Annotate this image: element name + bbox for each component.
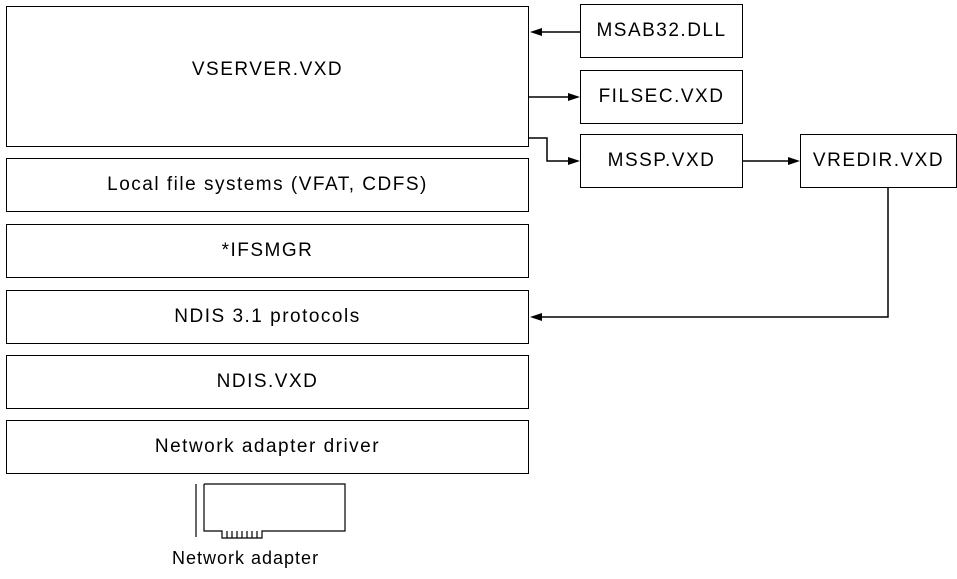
arrowhead-to-vserver-icon <box>530 28 542 36</box>
filsec-vxd-box: FILSEC.VXD <box>580 70 743 124</box>
local-file-systems-box: Local file systems (VFAT, CDFS) <box>6 158 529 212</box>
ndis-protocols-box: NDIS 3.1 protocols <box>6 290 529 344</box>
filsec-vxd-label: FILSEC.VXD <box>598 86 725 107</box>
vserver-vxd-box: VSERVER.VXD <box>6 6 529 147</box>
ifsmgr-box: *IFSMGR <box>6 224 529 278</box>
vredir-to-ndis-line <box>540 188 889 318</box>
msab32-dll-label: MSAB32.DLL <box>596 20 727 41</box>
network-adapter-label: Network adapter <box>172 548 320 568</box>
ndis-vxd-label: NDIS.VXD <box>216 371 319 392</box>
network-adapter-driver-label: Network adapter driver <box>154 436 381 457</box>
vserver-vxd-label: VSERVER.VXD <box>191 59 344 80</box>
vserver-to-mssp-line <box>529 137 570 162</box>
arrowhead-to-mssp-icon <box>568 157 580 165</box>
msab32-dll-box: MSAB32.DLL <box>580 4 743 58</box>
mssp-vxd-label: MSSP.VXD <box>607 150 716 171</box>
vredir-vxd-box: VREDIR.VXD <box>800 134 957 188</box>
network-adapter-card-icon <box>195 483 346 539</box>
local-file-systems-label: Local file systems (VFAT, CDFS) <box>107 174 428 195</box>
ifsmgr-label: *IFSMGR <box>221 240 314 261</box>
ndis-protocols-label: NDIS 3.1 protocols <box>174 306 361 327</box>
arrowhead-to-ndis-icon <box>530 313 542 321</box>
vredir-vxd-label: VREDIR.VXD <box>812 150 945 171</box>
mssp-vxd-box: MSSP.VXD <box>580 134 743 188</box>
arrowhead-to-vredir-icon <box>788 157 800 165</box>
ndis-vxd-box: NDIS.VXD <box>6 355 529 409</box>
arrowhead-to-filsec-icon <box>568 93 580 101</box>
network-adapter-driver-box: Network adapter driver <box>6 420 529 474</box>
